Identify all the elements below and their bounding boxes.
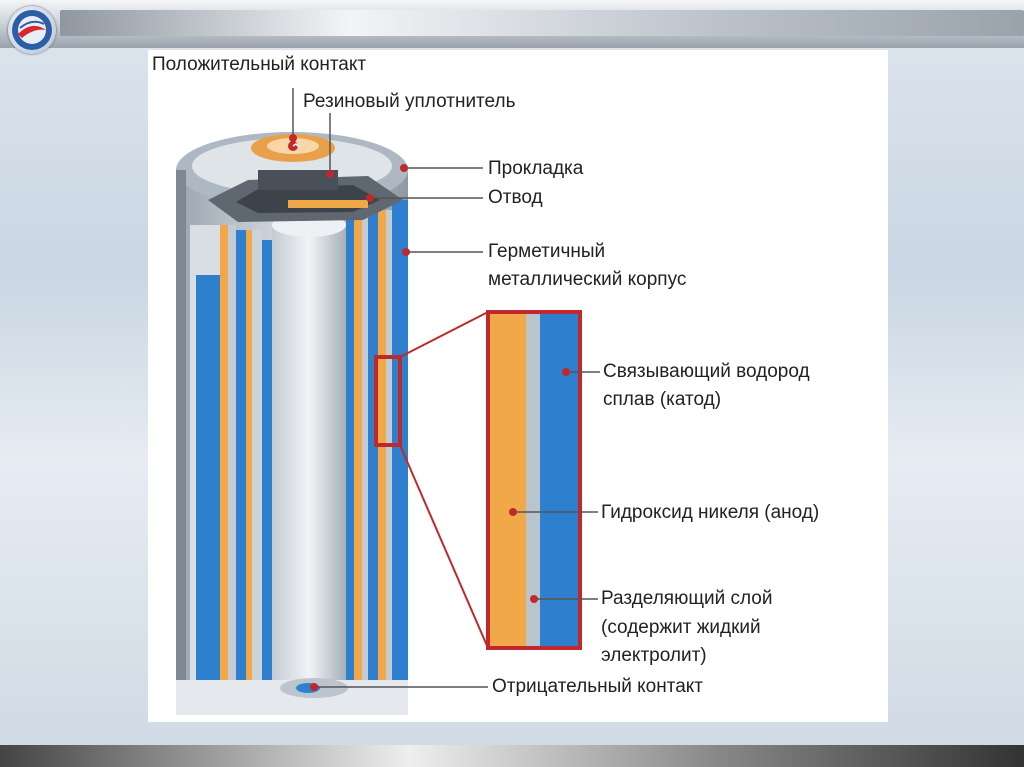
logo xyxy=(8,6,56,54)
label-negative-contact: Отрицательный контакт xyxy=(492,676,704,697)
diagram-panel: Положительный контакт Резиновый уплотнит… xyxy=(148,50,888,722)
label-tab: Отвод xyxy=(488,187,543,208)
leader-dots xyxy=(289,134,570,691)
central-core xyxy=(272,225,346,713)
label-separator-line1: Разделяющий слой xyxy=(601,588,773,609)
label-case-line2: металлический корпус xyxy=(488,269,687,290)
bottom-bar xyxy=(0,745,1024,767)
label-anode: Гидроксид никеля (анод) xyxy=(601,502,820,523)
top-title-bar xyxy=(0,0,1024,48)
right-electrode-layers xyxy=(346,200,408,710)
label-separator-line3: электролит) xyxy=(601,645,707,666)
bottom-contact xyxy=(176,678,408,715)
top-assembly xyxy=(208,134,403,222)
label-separator-line2: (содержит жидкий xyxy=(601,617,761,638)
zoom-source-frame xyxy=(374,355,402,447)
magnified-layers xyxy=(486,310,582,650)
label-case-line1: Герметичный xyxy=(488,241,606,262)
zoom-connector-bottom xyxy=(399,444,489,649)
label-rubber-seal: Резиновый уплотнитель xyxy=(303,91,516,112)
label-cathode-line2: сплав (катод) xyxy=(603,389,722,410)
battery-diagram xyxy=(176,88,600,715)
label-positive-contact: Положительный контакт xyxy=(152,54,367,75)
title-bar-shine xyxy=(60,10,1024,36)
leader-lines xyxy=(292,88,600,688)
label-cathode-line1: Связывающий водород xyxy=(603,361,810,382)
globe-emblem-icon xyxy=(12,10,52,50)
left-electrode-layers xyxy=(190,225,272,713)
zoom-connector-top xyxy=(399,311,489,358)
label-gasket: Прокладка xyxy=(488,158,584,179)
